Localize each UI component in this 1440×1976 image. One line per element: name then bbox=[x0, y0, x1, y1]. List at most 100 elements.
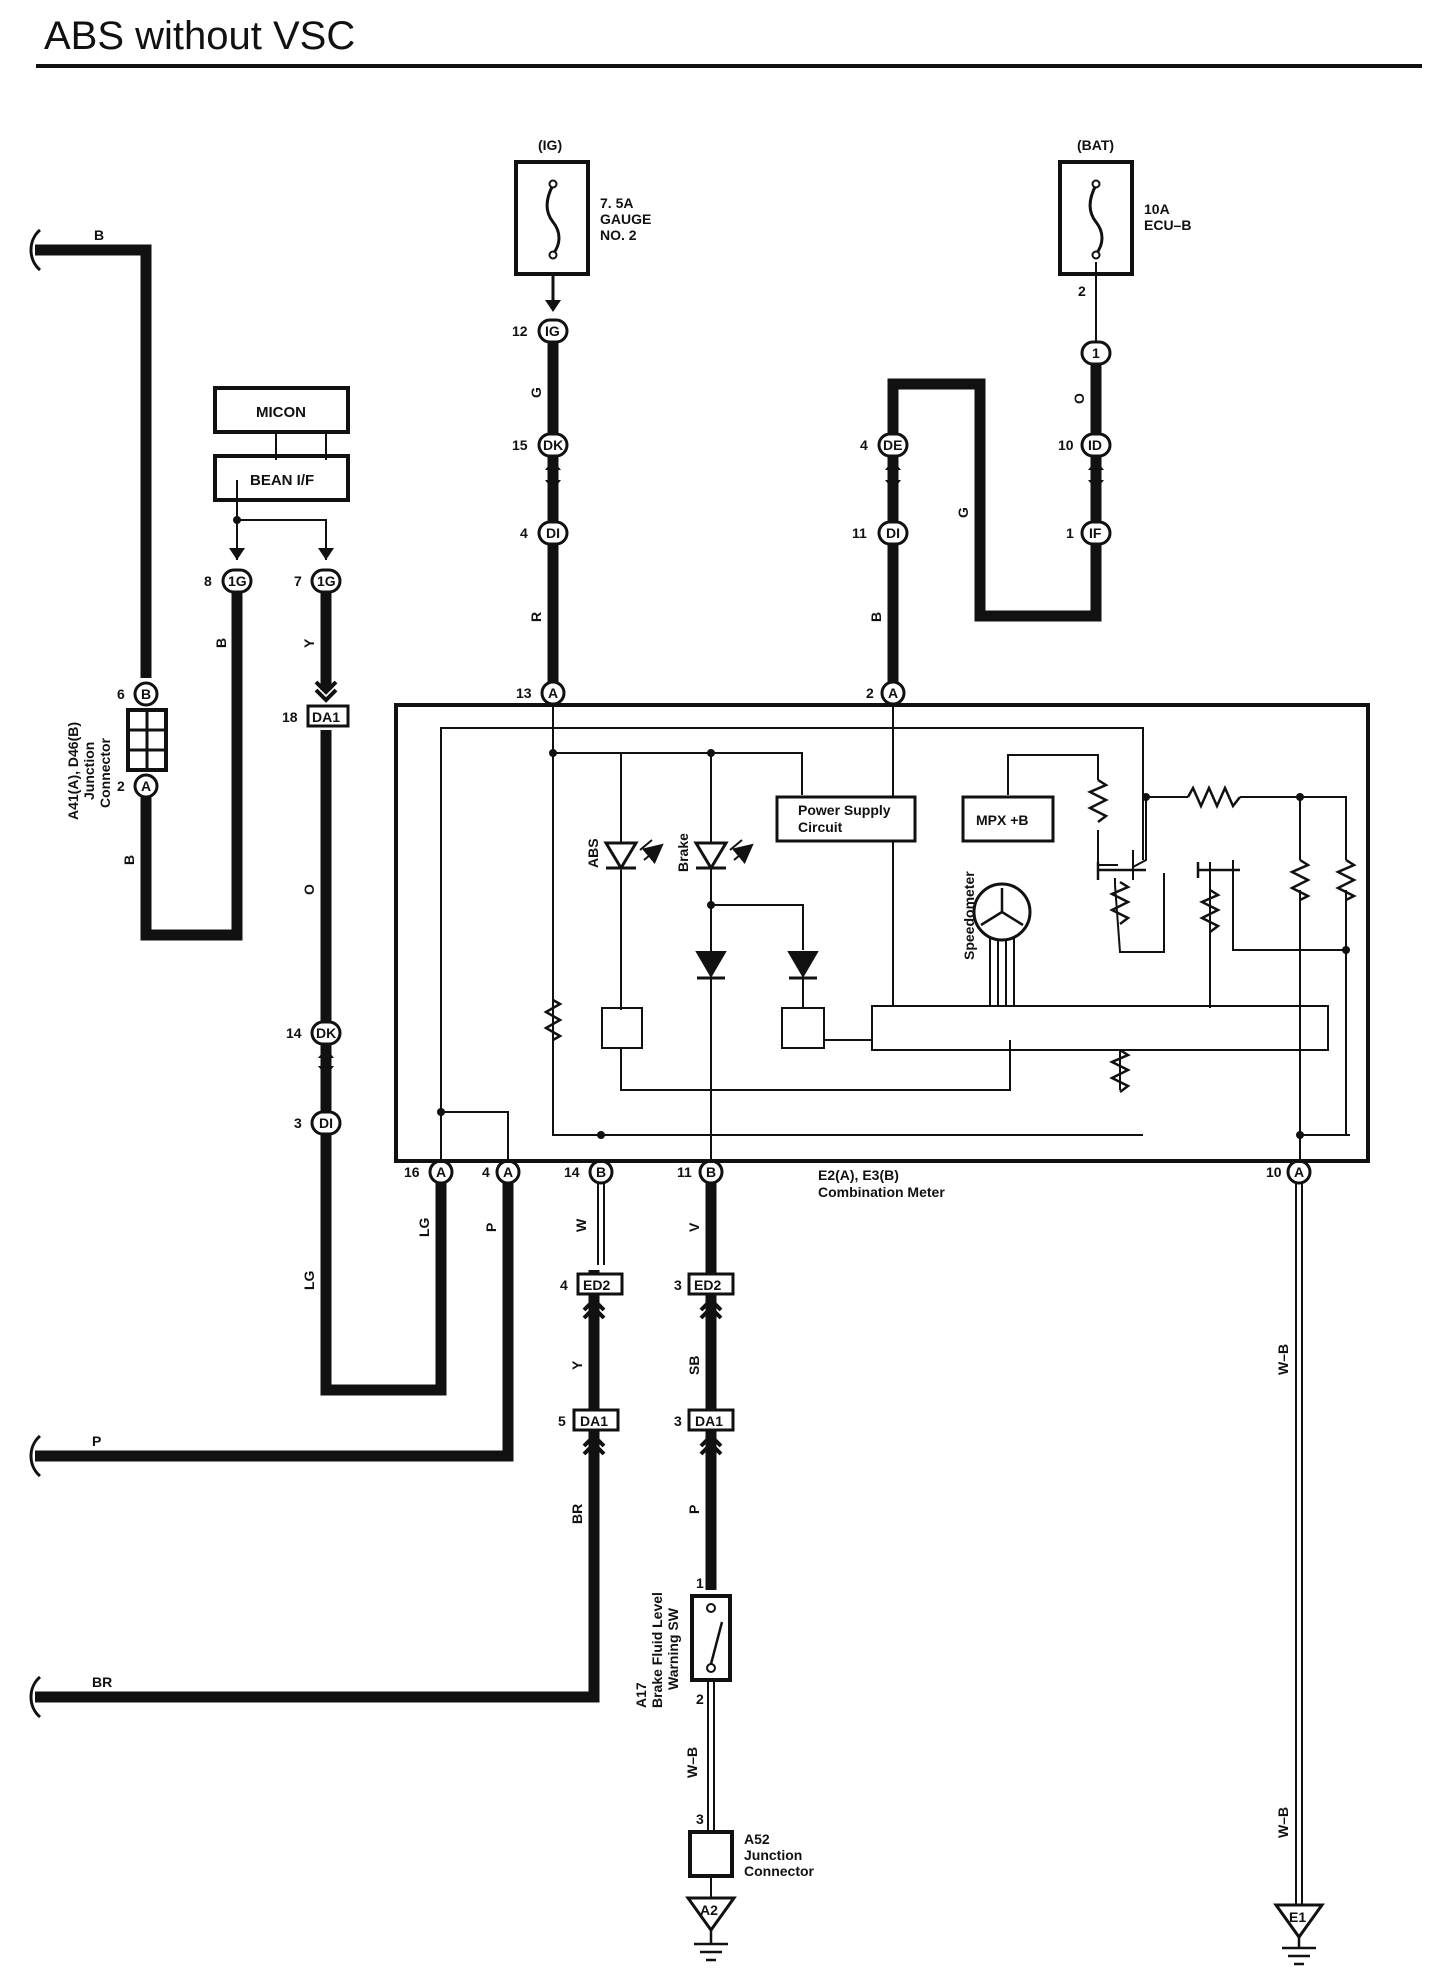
fuse-ecu-name: ECU–B bbox=[1144, 217, 1191, 233]
svg-text:DI: DI bbox=[319, 1115, 333, 1131]
switch-code: A17 bbox=[633, 1682, 649, 1708]
a52-pin: 3 bbox=[696, 1811, 704, 1827]
svg-text:W: W bbox=[573, 1218, 589, 1232]
fuse-ecu-pin: 2 bbox=[1078, 283, 1086, 299]
connector-a10: A 10 bbox=[1266, 1159, 1312, 1185]
a41-top-pin: 6 bbox=[117, 686, 125, 702]
connectors: IG 12 DK 15 DI 4 A 13 1G 8 bbox=[204, 300, 1312, 1456]
a41-bottom-conn: A bbox=[141, 778, 151, 794]
mpx-label: MPX +B bbox=[976, 812, 1029, 828]
svg-text:5: 5 bbox=[558, 1413, 566, 1429]
connector-ed2-3: ED2 3 bbox=[674, 1272, 735, 1320]
svg-text:DK: DK bbox=[543, 437, 563, 453]
meter-diode-icon bbox=[787, 951, 819, 1008]
svg-text:Y: Y bbox=[301, 638, 317, 648]
svg-text:SB: SB bbox=[686, 1356, 702, 1375]
connector-da1-5: DA1 5 bbox=[558, 1408, 620, 1456]
micon-module: MICON BEAN I/F bbox=[213, 386, 350, 524]
svg-text:3: 3 bbox=[674, 1277, 682, 1293]
svg-text:3: 3 bbox=[674, 1413, 682, 1429]
svg-text:10: 10 bbox=[1058, 437, 1074, 453]
brake-diode-icon bbox=[695, 951, 727, 980]
connector-di3: DI 3 bbox=[294, 1110, 342, 1136]
svg-text:DA1: DA1 bbox=[580, 1413, 608, 1429]
svg-text:13: 13 bbox=[516, 685, 532, 701]
connector-id10: ID 10 bbox=[1058, 432, 1112, 490]
svg-text:B: B bbox=[213, 638, 229, 648]
svg-text:W–B: W–B bbox=[1275, 1344, 1291, 1375]
speedometer-icon bbox=[972, 882, 1032, 942]
svg-text:1G: 1G bbox=[228, 573, 247, 589]
connector-a16: A 16 bbox=[404, 1159, 454, 1185]
connector-1g-8: 1G 8 bbox=[204, 548, 253, 594]
svg-text:ED2: ED2 bbox=[583, 1277, 610, 1293]
power-supply-label-1: Power Supply bbox=[798, 802, 891, 818]
svg-text:W–B: W–B bbox=[684, 1747, 700, 1778]
svg-text:18: 18 bbox=[282, 709, 298, 725]
wire-p-left bbox=[35, 1170, 514, 1462]
ground-e1-label: E1 bbox=[1289, 1909, 1306, 1925]
connector-da1-3: DA1 3 bbox=[674, 1408, 735, 1456]
connector-if1: IF 1 bbox=[1066, 520, 1112, 546]
connector-de4: DE 4 bbox=[860, 432, 909, 490]
svg-text:O: O bbox=[301, 884, 317, 895]
svg-text:ID: ID bbox=[1088, 437, 1102, 453]
svg-text:12: 12 bbox=[512, 323, 528, 339]
svg-text:B: B bbox=[121, 855, 137, 865]
wiring bbox=[35, 244, 1102, 1703]
svg-text:DI: DI bbox=[546, 525, 560, 541]
svg-text:14: 14 bbox=[286, 1025, 302, 1041]
svg-text:1: 1 bbox=[1066, 525, 1074, 541]
svg-text:14: 14 bbox=[564, 1164, 580, 1180]
switch-label-1: Brake Fluid Level bbox=[649, 1592, 665, 1708]
connector-di4: DI 4 bbox=[520, 520, 569, 546]
connector-ig12: IG 12 bbox=[512, 300, 569, 344]
combination-meter: ABS Brake Power Supply Circuit MPX +B Sp… bbox=[394, 703, 1370, 1200]
svg-text:LG: LG bbox=[416, 1217, 432, 1237]
a41-label-2: Junction bbox=[81, 742, 97, 800]
abs-label: ABS bbox=[585, 838, 601, 868]
svg-text:B: B bbox=[94, 227, 104, 243]
junction-a41: B 6 A 2 A41(A), D46(B) Junction Connecto… bbox=[65, 681, 168, 820]
svg-text:IF: IF bbox=[1089, 525, 1102, 541]
fuse-ecu: (BAT) 10A ECU–B 2 bbox=[1058, 137, 1191, 299]
wire-o-bean bbox=[320, 730, 447, 1396]
junction-a52: 3 A52 Junction Connector bbox=[688, 1811, 815, 1898]
svg-text:G: G bbox=[955, 507, 971, 518]
svg-text:O: O bbox=[1071, 393, 1087, 404]
svg-text:Y: Y bbox=[569, 1360, 585, 1370]
meter-name-1: E2(A), E3(B) bbox=[818, 1167, 899, 1183]
a41-label-1: A41(A), D46(B) bbox=[65, 722, 81, 820]
a41-label-3: Connector bbox=[97, 737, 113, 808]
ground-a2-label: A2 bbox=[700, 1902, 718, 1918]
connector-b14: B 14 bbox=[564, 1159, 614, 1185]
svg-text:DI: DI bbox=[886, 525, 900, 541]
svg-text:W–B: W–B bbox=[1275, 1807, 1291, 1838]
svg-text:BR: BR bbox=[569, 1504, 585, 1524]
svg-text:3: 3 bbox=[294, 1115, 302, 1131]
connector-a13: A 13 bbox=[516, 680, 566, 706]
svg-text:15: 15 bbox=[512, 437, 528, 453]
svg-text:16: 16 bbox=[404, 1164, 420, 1180]
title-rule bbox=[36, 64, 1422, 68]
a52-label-1: Junction bbox=[744, 1847, 802, 1863]
fuse-gauge-name: GAUGE bbox=[600, 211, 651, 227]
power-supply-label-2: Circuit bbox=[798, 819, 843, 835]
svg-text:10: 10 bbox=[1266, 1164, 1282, 1180]
svg-text:P: P bbox=[92, 1433, 101, 1449]
fuse-bat-source: (BAT) bbox=[1077, 137, 1114, 153]
svg-text:A: A bbox=[503, 1164, 513, 1180]
wire-labels: B B B G R Y O LG LG P P O G B W V Y SB B… bbox=[92, 227, 1291, 1838]
speedometer-label: Speedometer bbox=[961, 871, 977, 960]
svg-text:B: B bbox=[868, 612, 884, 622]
svg-text:IG: IG bbox=[545, 323, 560, 339]
connector-da1-18: DA1 18 bbox=[282, 680, 350, 728]
svg-text:ED2: ED2 bbox=[694, 1277, 721, 1293]
svg-text:11: 11 bbox=[677, 1164, 692, 1180]
svg-text:DE: DE bbox=[883, 437, 902, 453]
svg-text:4: 4 bbox=[860, 437, 868, 453]
svg-text:DA1: DA1 bbox=[312, 709, 340, 725]
svg-text:P: P bbox=[483, 1223, 499, 1232]
ground-e1: E1 bbox=[1273, 1903, 1325, 1966]
